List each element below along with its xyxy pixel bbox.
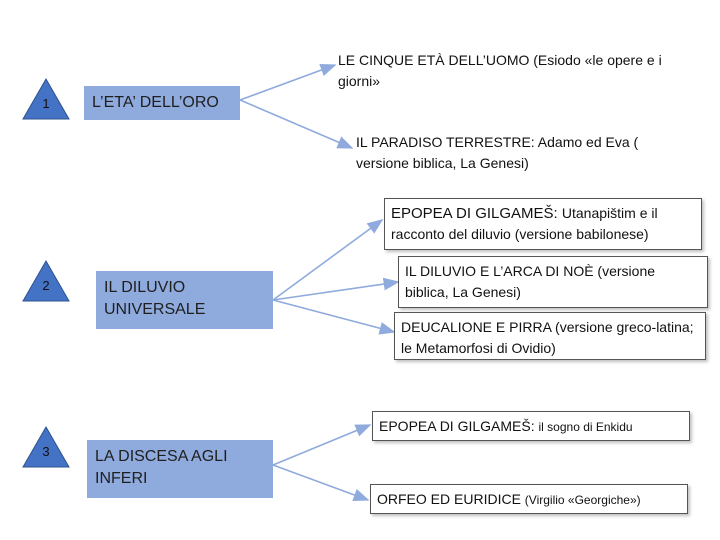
item-detail: il sogno di Enkidu <box>538 420 633 434</box>
item-title: EPOPEA DI GILGAMEŠ: <box>379 418 539 434</box>
arrow-diluvio-gilgames <box>272 219 384 301</box>
section-number: 3 <box>42 444 50 459</box>
item-detail: Utanapištim e il racconto del diluvio (v… <box>391 205 658 242</box>
triangle-icon <box>22 426 70 468</box>
item-deucalione-pirra: DEUCALIONE E PIRRA (versione greco-latin… <box>394 312 706 360</box>
arrow-oro-cinque-eta <box>239 63 337 101</box>
item-cinque-eta: LE CINQUE ETÀ DELL’UOMO (Esiodo «le oper… <box>338 52 662 89</box>
section-number: 2 <box>42 278 50 293</box>
item-paradiso-terrestre: IL PARADISO TERRESTRE: Adamo ed Eva ( ve… <box>356 134 639 171</box>
topic-box: L’ETA’ DELL’ORO <box>84 86 240 120</box>
triangle-icon <box>22 78 70 120</box>
arrow-diluvio-noe <box>272 277 400 301</box>
item-detail: (Virgilio «Georgiche») <box>524 493 641 507</box>
item-title: ORFEO ED EURIDICE <box>377 491 525 507</box>
triangle-icon <box>22 260 70 302</box>
item-title: EPOPEA DI GILGAMEŠ: <box>391 205 562 222</box>
topic-box: IL DILUVIO UNIVERSALE <box>96 271 273 329</box>
arrow-inferi-gilgames <box>272 424 372 466</box>
arrow-inferi-orfeo <box>272 464 370 502</box>
section-number-marker: 2 <box>22 260 70 302</box>
section-number-marker: 3 <box>22 426 70 468</box>
topic-box: LA DISCESA AGLI INFERI <box>87 440 273 498</box>
arrow-oro-paradiso <box>239 99 354 149</box>
item-diluvio-noe: IL DILUVIO E L’ARCA DI NOÈ (versione bib… <box>398 256 708 308</box>
item-epopea-gilgames-enkidu: EPOPEA DI GILGAMEŠ: il sogno di Enkidu <box>372 411 690 441</box>
section-number-marker: 1 <box>22 78 70 120</box>
arrow-diluvio-deucalione <box>272 299 396 335</box>
item-orfeo-euridice: ORFEO ED EURIDICE (Virgilio «Georgiche») <box>370 484 688 514</box>
item-epopea-gilgames-diluvio: EPOPEA DI GILGAMEŠ: Utanapištim e il rac… <box>384 198 702 250</box>
section-number: 1 <box>42 96 50 111</box>
